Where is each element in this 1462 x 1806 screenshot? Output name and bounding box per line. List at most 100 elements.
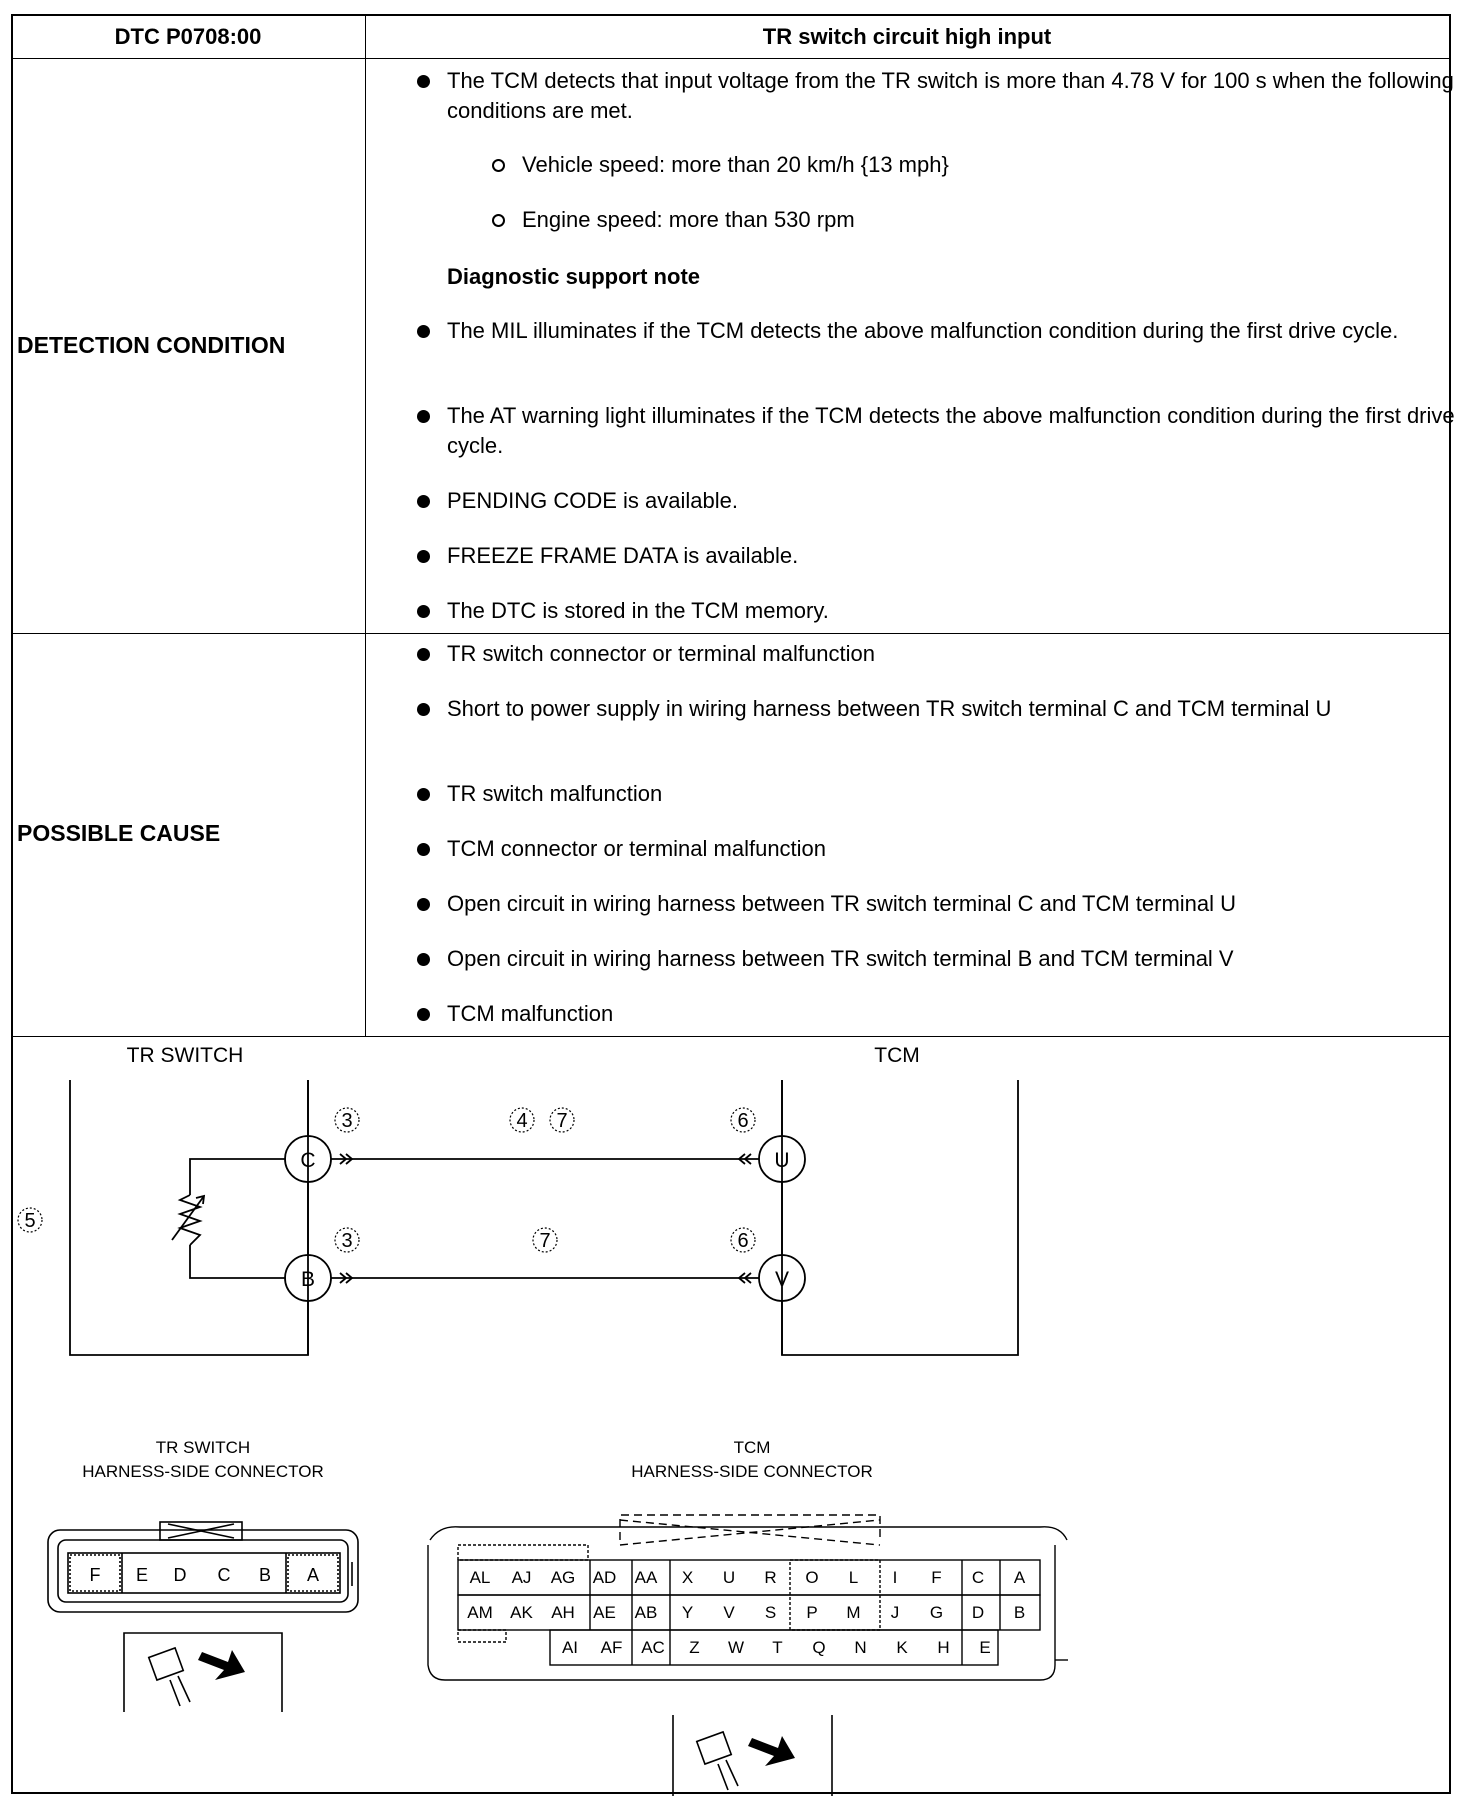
note-item: PENDING CODE is available. bbox=[417, 486, 1462, 516]
cause-item: TCM malfunction bbox=[417, 999, 1462, 1029]
tr-connector-latch bbox=[159, 1521, 243, 1541]
connector-arrow-icon bbox=[743, 1272, 752, 1284]
callout-3: 3 bbox=[341, 1110, 352, 1132]
bullet-icon bbox=[417, 843, 430, 856]
tcm-pin: M bbox=[846, 1603, 860, 1622]
tr-switch-label: TR SWITCH bbox=[127, 1044, 244, 1067]
connector-arrow-icon bbox=[737, 1153, 746, 1165]
variable-resistor-arrowhead bbox=[195, 1194, 206, 1205]
bullet-icon bbox=[417, 550, 430, 563]
tr-pin: E bbox=[136, 1565, 148, 1585]
tcm-pin-row-1 bbox=[457, 1559, 1041, 1596]
connector-arrow-icon bbox=[743, 1153, 752, 1165]
tcm-pin: AG bbox=[551, 1568, 576, 1587]
connector-view-icon bbox=[147, 1646, 185, 1682]
tcm-pin: AL bbox=[470, 1568, 491, 1587]
callout-circle bbox=[532, 1227, 558, 1253]
callout-circle bbox=[334, 1107, 360, 1133]
tcm-pin: J bbox=[891, 1603, 900, 1622]
resistor-wire bbox=[189, 1158, 286, 1195]
tcm-connector-shell bbox=[427, 1545, 1056, 1681]
cause-item: TR switch connector or terminal malfunct… bbox=[417, 639, 1462, 669]
connector-arrow-icon bbox=[339, 1153, 348, 1165]
tcm-pin: A bbox=[1014, 1568, 1026, 1587]
tcm-pin: Z bbox=[689, 1638, 699, 1657]
callout-circle bbox=[730, 1227, 756, 1253]
bullet-icon bbox=[417, 410, 430, 423]
tcm-pin: Q bbox=[812, 1638, 825, 1657]
possible-cause-label: POSSIBLE CAUSE bbox=[17, 820, 221, 846]
bullet-icon bbox=[417, 75, 430, 88]
tcm-label: TCM bbox=[874, 1044, 920, 1067]
detection-condition-label: DETECTION CONDITION bbox=[17, 332, 286, 358]
cause-item: TR switch malfunction bbox=[417, 779, 1462, 809]
condition-item: Engine speed: more than 530 rpm bbox=[492, 205, 855, 235]
terminal-v bbox=[758, 1254, 806, 1302]
callout-circle bbox=[549, 1107, 575, 1133]
callout-6: 6 bbox=[737, 1110, 748, 1132]
tcm-pin: S bbox=[765, 1603, 776, 1622]
connector-view-icon-wire bbox=[725, 1759, 739, 1787]
callout-5: 5 bbox=[24, 1210, 35, 1232]
tcm-dashed-region bbox=[789, 1559, 881, 1631]
circle-bullet-icon bbox=[492, 159, 505, 172]
tcm-latch-mark bbox=[619, 1519, 881, 1546]
tcm-pin: AB bbox=[635, 1603, 658, 1622]
variable-resistor-icon bbox=[177, 1194, 203, 1246]
tcm-pin: R bbox=[764, 1568, 776, 1587]
tcm-pin: AC bbox=[641, 1638, 665, 1657]
tcm-pin-row-3 bbox=[549, 1629, 999, 1666]
tcm-pin: I bbox=[893, 1568, 898, 1587]
circle-bullet-icon bbox=[492, 214, 505, 227]
cause-item: TCM connector or terminal malfunction bbox=[417, 834, 1462, 864]
view-arrow-icon bbox=[198, 1650, 245, 1680]
tr-connector-title: HARNESS-SIDE CONNECTOR bbox=[82, 1462, 324, 1481]
tcm-pin-row-2 bbox=[457, 1594, 1041, 1631]
bullet-icon bbox=[417, 495, 430, 508]
callout-circle bbox=[17, 1207, 43, 1233]
tcm-pin: W bbox=[728, 1638, 744, 1657]
tcm-connector-title: HARNESS-SIDE CONNECTOR bbox=[631, 1462, 873, 1481]
bullet-icon bbox=[417, 1008, 430, 1021]
dtc-title: TR switch circuit high input bbox=[762, 24, 1052, 49]
dtc-table bbox=[11, 14, 1451, 1794]
diagnostic-note-title: Diagnostic support note bbox=[447, 264, 700, 289]
tcm-pin: AI bbox=[562, 1638, 578, 1657]
tr-pin: F bbox=[90, 1565, 101, 1585]
tcm-pin: U bbox=[723, 1568, 735, 1587]
tr-pin-a-highlight bbox=[287, 1554, 339, 1592]
tr-pin: C bbox=[218, 1565, 231, 1585]
connector-arrow-icon bbox=[345, 1272, 354, 1284]
note-item: The DTC is stored in the TCM memory. bbox=[417, 596, 1462, 626]
terminal-c-label: C bbox=[300, 1149, 315, 1172]
callout-circle bbox=[334, 1227, 360, 1253]
callout-6: 6 bbox=[737, 1230, 748, 1252]
tr-pin-f-highlight bbox=[69, 1554, 121, 1592]
tcm-pin: D bbox=[972, 1603, 984, 1622]
note-item: FREEZE FRAME DATA is available. bbox=[417, 541, 1462, 571]
tr-pin: A bbox=[307, 1565, 319, 1585]
tcm-pin: C bbox=[972, 1568, 984, 1587]
tcm-pin: AD bbox=[593, 1568, 617, 1587]
tcm-pin: O bbox=[805, 1568, 818, 1587]
terminal-v-label: V bbox=[775, 1268, 789, 1291]
terminal-c bbox=[284, 1135, 332, 1183]
cause-item: Open circuit in wiring harness between T… bbox=[417, 944, 1462, 974]
tcm-pin: X bbox=[682, 1568, 693, 1587]
row-divider bbox=[13, 58, 1449, 59]
tcm-pin: L bbox=[849, 1568, 858, 1587]
tcm-pin: P bbox=[806, 1603, 817, 1622]
tcm-connector-shell-top bbox=[429, 1526, 1068, 1541]
tcm-pin: G bbox=[930, 1603, 943, 1622]
callout-3: 3 bbox=[341, 1230, 352, 1252]
tcm-pin: AF bbox=[601, 1638, 623, 1657]
tcm-pin: AK bbox=[510, 1603, 533, 1622]
tcm-pin: Y bbox=[682, 1603, 693, 1622]
tcm-pin: AH bbox=[551, 1603, 575, 1622]
connector-view-icon-wire bbox=[717, 1763, 729, 1791]
tr-connector-latch-mark bbox=[167, 1523, 235, 1539]
cause-item: Open circuit in wiring harness between T… bbox=[417, 889, 1462, 919]
connector-arrow-icon bbox=[339, 1272, 348, 1284]
bullet-icon bbox=[417, 325, 430, 338]
